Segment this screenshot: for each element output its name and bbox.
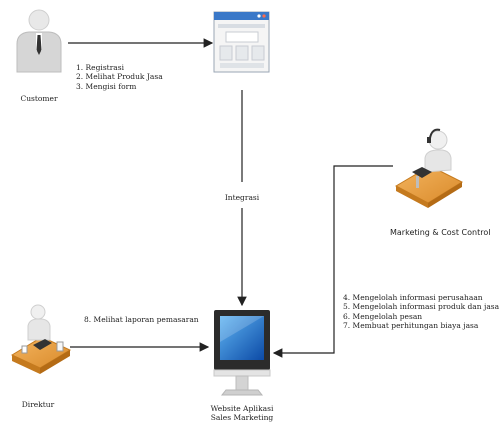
marketing-step-4: 4. Mengelolah informasi perusahaan bbox=[343, 293, 483, 302]
direktur-label: Direktur bbox=[21, 400, 55, 409]
customer-steps: 1. Registrasi 2. Melihat Produk Jasa 3. … bbox=[76, 63, 163, 91]
marketing-to-website-arrow bbox=[272, 165, 393, 358]
marketing-steps: 4. Mengelolah informasi perusahaan 5. Me… bbox=[343, 293, 499, 331]
direktur-step: 8. Melihat laporan pemasaran bbox=[84, 315, 199, 324]
customer-person-icon bbox=[16, 9, 62, 73]
website-label: Website Aplikasi Sales Marketing bbox=[206, 404, 278, 423]
direktur-desk-icon bbox=[10, 304, 72, 374]
customer-step-1: 1. Registrasi bbox=[76, 63, 124, 72]
integration-label: Integrasi bbox=[224, 193, 260, 202]
website-label-line1: Website Aplikasi bbox=[210, 404, 274, 413]
website-label-line2: Sales Marketing bbox=[210, 413, 274, 423]
website-monitor-icon bbox=[213, 310, 271, 396]
marketing-step-6: 6. Mengelolah pesan bbox=[343, 311, 423, 321]
customer-step-3: 3. Mengisi form bbox=[76, 81, 137, 91]
customer-step-2: 2. Melihat Produk Jasa bbox=[76, 72, 163, 82]
marketing-step-5: 5. Mengelolah informasi produk dan jasa bbox=[343, 302, 499, 312]
marketing-desk-icon bbox=[394, 128, 464, 208]
marketing-step-7: 7. Membuat perhitungan biaya jasa bbox=[343, 321, 479, 331]
marketing-label: Marketing & Cost Control bbox=[390, 228, 491, 237]
web-page-icon bbox=[213, 11, 270, 73]
customer-label: Customer bbox=[20, 94, 58, 103]
diagram-canvas bbox=[10, 9, 464, 396]
